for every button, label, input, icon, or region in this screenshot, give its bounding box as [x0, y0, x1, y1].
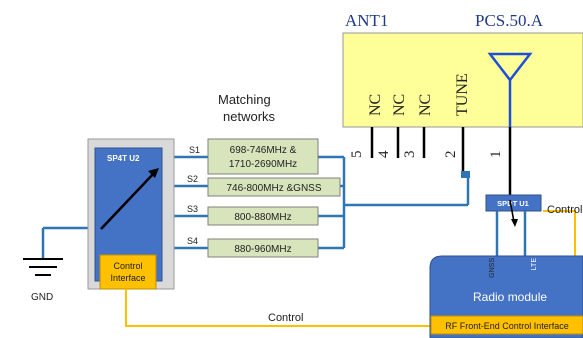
port-s3-label: S3 [187, 204, 198, 214]
rf-frontend-control-interface [430, 315, 583, 335]
network-s1: 698-746MHz & 1710-2690MHz [207, 138, 319, 175]
antenna-pin-leads [370, 127, 512, 158]
matching-title-line1: Matching [218, 92, 271, 107]
pin3-number: 3 [402, 151, 418, 159]
antenna-part-number: PCS.50.A [475, 11, 544, 30]
network-s4: 880-960MHz [207, 238, 319, 258]
spdt-label: SPDT U1 [497, 199, 529, 208]
tune-junction [461, 171, 470, 178]
port-s4-label: S4 [187, 236, 198, 246]
network-s1-line2: 1710-2690MHz [229, 159, 297, 170]
pin5-number: 5 [349, 151, 365, 159]
network-s1-line1: 698-746MHz & [230, 145, 297, 156]
pin4-label: NC [391, 94, 408, 116]
network-s3: 800-880MHz [207, 206, 319, 226]
spdt-switch [485, 194, 542, 212]
port-s1-label: S1 [189, 145, 200, 155]
network-s2: 746-800MHz &GNSS [207, 177, 341, 197]
network-s3-label: 800-880MHz [234, 212, 291, 223]
pin3-label: NC [417, 94, 434, 116]
port-s2-label: S2 [187, 174, 198, 184]
rf-frontend-interface-label: RF Front-End Control Interface [445, 321, 569, 331]
gnd-label: GND [31, 292, 53, 303]
sp4t-label: SP4T U2 [107, 154, 140, 163]
sp4t-interface-line2: Interface [110, 273, 145, 283]
switch-arrow-icon [100, 168, 159, 230]
sp4t-control-interface [99, 254, 157, 290]
network-s4-label: 880-960MHz [234, 244, 291, 255]
matching-title-line2: networks [223, 109, 276, 124]
pin2-label: TUNE [454, 73, 471, 116]
pin5-label: NC [367, 94, 384, 116]
spdt-arrow-icon [509, 199, 518, 227]
sp4t-interface-line1: Control [113, 261, 142, 271]
radio-module-label: Radio module [473, 290, 547, 304]
control-lines [125, 210, 576, 327]
pin4-number: 4 [376, 150, 392, 158]
antenna-box [342, 32, 583, 128]
pin1-number: 1 [488, 151, 504, 159]
antenna-symbol-icon [487, 52, 533, 127]
ground-icon [23, 258, 63, 276]
control-label: Control [268, 312, 303, 324]
pin2-number: 2 [443, 151, 459, 159]
spdt-gnss-label: GNSS [489, 258, 496, 278]
control-label-right: Control [547, 204, 582, 216]
network-s2-label: 746-800MHz &GNSS [226, 183, 321, 194]
spdt-lte-label: LTE [531, 258, 538, 271]
antenna-name: ANT1 [345, 11, 388, 30]
